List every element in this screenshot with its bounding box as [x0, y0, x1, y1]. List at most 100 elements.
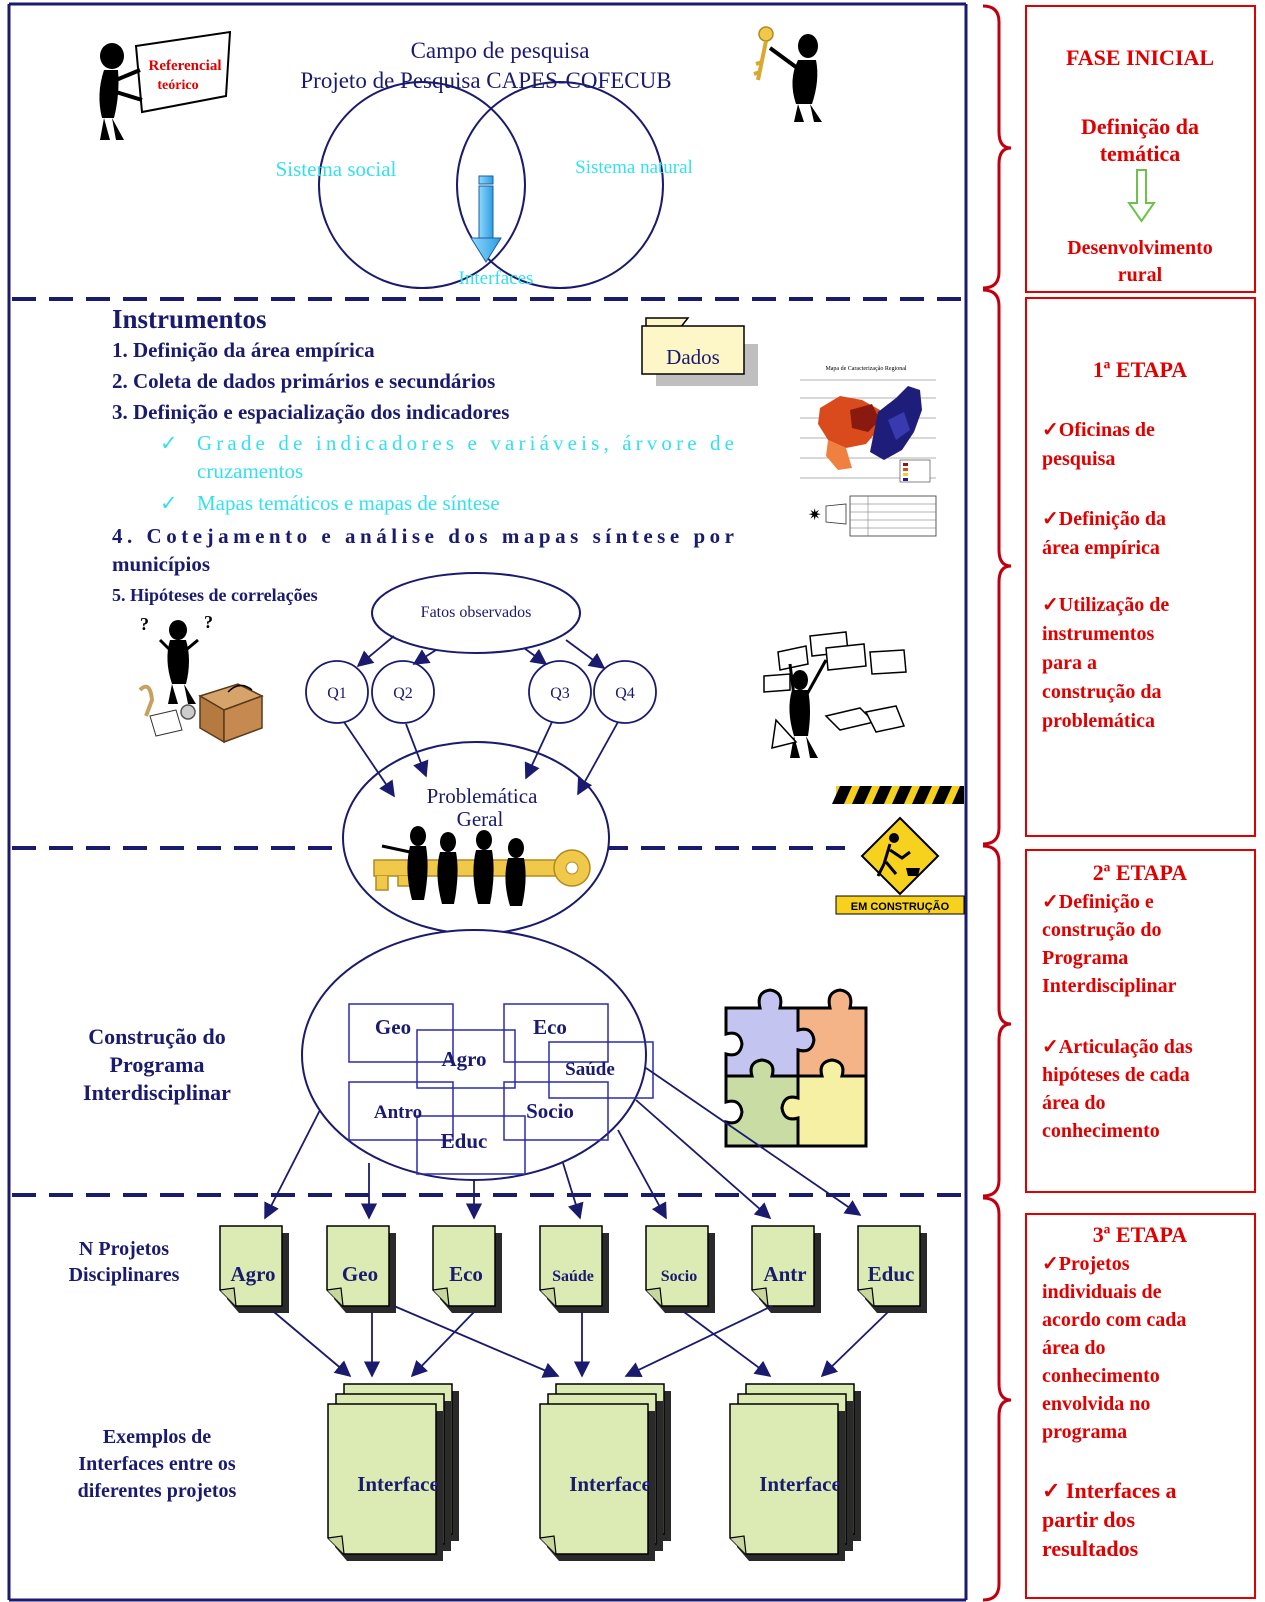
box-socio: Socio	[526, 1099, 574, 1123]
doc-fold	[729, 1535, 747, 1555]
interface-doc-label: Interface	[569, 1472, 651, 1496]
etapa3-item-2c: resultados	[1042, 1536, 1139, 1561]
problematica-line-2: Geral	[457, 807, 504, 831]
interface-doc-stack: Interface	[729, 1383, 861, 1561]
etapa3-item-2b: partir dos	[1042, 1507, 1136, 1532]
question-4: Q4	[615, 685, 635, 702]
instrumentos-section: Instrumentos 1. Definição da área empíri…	[112, 304, 938, 935]
puzzle-icon	[724, 988, 868, 1148]
project-doc: Antr	[751, 1225, 821, 1313]
etapa2-item-1d: Interdisciplinar	[1042, 975, 1177, 997]
main-frame	[7, 2, 968, 1602]
facts-label: Fatos observados	[421, 604, 532, 621]
etapa3-item-1a: ✓Projetos	[1042, 1253, 1130, 1275]
stick-figure-sign-icon: Referencial teórico	[99, 30, 232, 140]
doc-fold	[539, 1287, 557, 1307]
programa-to-projects-arrows	[264, 1067, 862, 1220]
problematica-ellipse	[342, 741, 610, 935]
etapa1-item-2a: ✓Definição da	[1042, 508, 1166, 530]
check-icon: ✓	[160, 491, 178, 515]
etapa3-item-1b: individuais de	[1042, 1281, 1162, 1303]
questions-to-problematica-arrows	[343, 721, 619, 798]
sign-text-2: teórico	[157, 78, 198, 93]
header-section: Campo de pesquisa Projeto de Pesquisa CA…	[99, 26, 822, 289]
doc-fold	[751, 1287, 769, 1307]
header-line-2: Projeto de Pesquisa CAPES-COFECUB	[300, 68, 671, 93]
stick-figure-key-icon	[753, 26, 822, 122]
instrumentos-item-4-line-2: municípios	[112, 552, 210, 576]
project-doc-page	[432, 1225, 496, 1307]
box-agro: Agro	[441, 1047, 486, 1071]
instrumentos-item-3: 3. Definição e espacialização dos indica…	[112, 400, 509, 424]
project-doc-label: Eco	[449, 1262, 483, 1286]
etapa1-item-1a: ✓Oficinas de	[1042, 419, 1155, 441]
project-doc-page	[857, 1225, 921, 1307]
project-doc-label: Geo	[342, 1262, 378, 1286]
sub-item-1-line-2: cruzamentos	[197, 459, 303, 483]
instrumentos-title: Instrumentos	[112, 304, 267, 334]
stick-figure-papers-icon	[763, 631, 907, 758]
interface-doc-label: Interface	[357, 1472, 439, 1496]
fase-inicial-sub-1: Definição da	[1081, 114, 1199, 139]
folder-icon: Dados	[641, 317, 758, 386]
etapa2-item-2b: hipóteses de cada	[1042, 1064, 1190, 1086]
box-educ: Educ	[441, 1129, 488, 1153]
svg-text:?: ?	[204, 612, 213, 632]
discipline-boxes	[348, 1003, 654, 1175]
etapa3-item-2a: ✓ Interfaces a	[1042, 1478, 1177, 1503]
etapa2-title: 2ª ETAPA	[1093, 860, 1188, 885]
etapa2-item-1a: ✓Definição e	[1042, 891, 1154, 913]
etapa1-item-3c: para a	[1042, 652, 1097, 674]
question-2: Q2	[393, 685, 413, 702]
sub-item-2: Mapas temáticos e mapas de síntese	[197, 491, 500, 515]
interface-doc-front	[327, 1403, 437, 1555]
svg-text:?: ?	[140, 614, 149, 634]
etapa1-item-3e: problemática	[1042, 710, 1155, 732]
etapa2-item-2d: conhecimento	[1042, 1120, 1160, 1142]
panel-etapa-2: 2ª ETAPA ✓Definição e construção do Prog…	[1025, 849, 1256, 1193]
map-thumb-title: Mapa de Caracterização Regional	[825, 366, 906, 372]
doc-fold	[857, 1287, 875, 1307]
construction-sign-label: EM CONSTRUÇÃO	[851, 900, 950, 913]
interface-doc-stack: Interface	[327, 1383, 459, 1561]
etapa3-item-1d: área do	[1042, 1337, 1106, 1359]
panel-etapa-1: 1ª ETAPA ✓Oficinas de pesquisa ✓Definiçã…	[1025, 297, 1256, 837]
project-doc-page	[645, 1225, 709, 1307]
project-doc-label: Antr	[763, 1262, 806, 1286]
project-doc: Educ	[857, 1225, 927, 1313]
folder-label: Dados	[666, 345, 720, 369]
instrumentos-item-2: 2. Coleta de dados primários e secundári…	[112, 369, 495, 393]
etapa1-item-3b: instrumentos	[1042, 623, 1154, 645]
team-with-key-icon	[373, 826, 591, 906]
question-3: Q3	[550, 685, 570, 702]
interfaces-label-3: diferentes projetos	[78, 1480, 237, 1502]
interface-doc-label: Interface	[759, 1472, 841, 1496]
header-line-1: Campo de pesquisa	[411, 38, 590, 63]
project-doc-label: Educ	[868, 1262, 915, 1286]
label-sistema-social: Sistema social	[276, 157, 397, 181]
interface-doc-front	[729, 1403, 839, 1555]
project-doc-label: Saúde	[552, 1268, 594, 1285]
facts-to-questions-arrows	[356, 635, 606, 669]
project-doc: Geo	[326, 1225, 396, 1313]
box-saude: Saúde	[565, 1059, 615, 1080]
puzzled-figure-icon: ? ?	[138, 612, 264, 744]
project-doc-label: Socio	[661, 1268, 697, 1285]
etapa1-item-3a: ✓Utilização de	[1042, 594, 1169, 616]
project-doc: Saúde	[539, 1225, 609, 1313]
construction-sign-icon: EM CONSTRUÇÃO	[832, 786, 965, 915]
check-icon: ✓	[160, 431, 178, 455]
doc-fold	[645, 1287, 663, 1307]
etapa2-item-2c: área do	[1042, 1092, 1106, 1114]
sub-item-1-line-1: Grade de indicadores e variáveis, árvore…	[197, 431, 734, 455]
down-arrow-icon	[1127, 169, 1156, 223]
venn-circle-social	[318, 81, 526, 289]
instrumentos-item-1: 1. Definição da área empírica	[112, 338, 375, 362]
label-sistema-natural: Sistema natural	[575, 157, 693, 178]
etapa3-item-1c: acordo com cada	[1042, 1309, 1186, 1331]
panel-etapa-3: 3ª ETAPA ✓Projetos individuais de acordo…	[1025, 1213, 1256, 1599]
interfaces-down-arrow-icon	[470, 175, 502, 263]
svg-text:✷: ✷	[808, 507, 821, 524]
